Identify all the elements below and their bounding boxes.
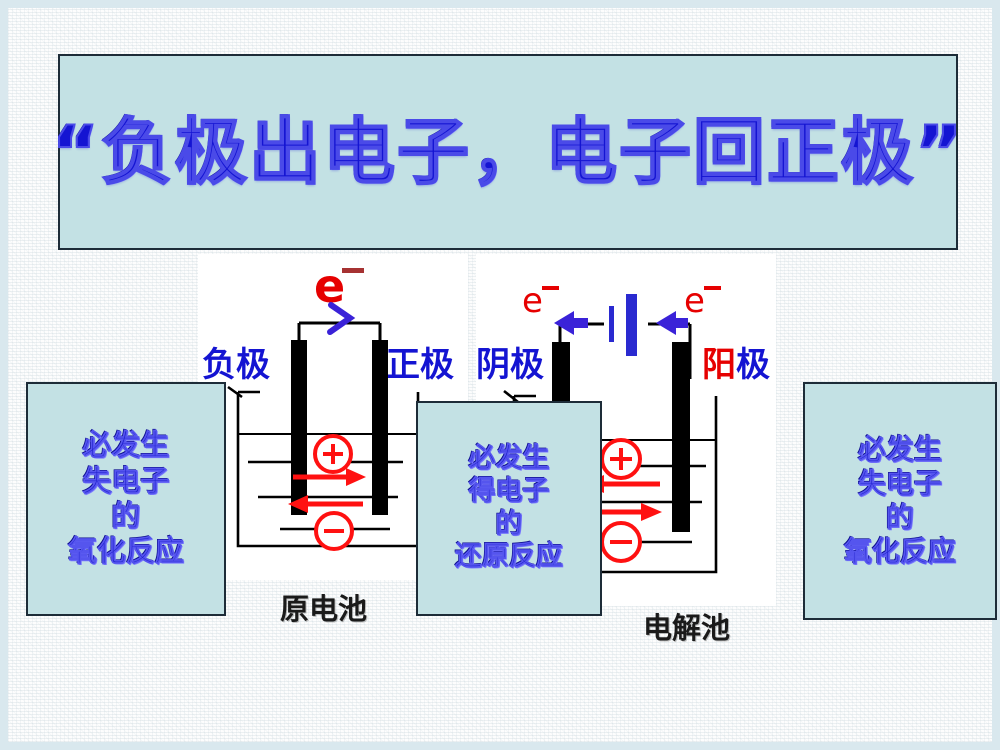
caption-galvanic-cell: 原电池 — [280, 592, 368, 626]
electron-label-left-electrolytic: e — [522, 281, 543, 321]
electron-label-right-electrolytic: e — [684, 281, 705, 321]
electrode-bar-left-galvanic — [291, 340, 307, 515]
galvanic-cell-svg: e 负极 正极 — [202, 259, 454, 551]
current-arrow-left-1-electrolytic — [554, 311, 588, 335]
title-box: “负极出电子，电子回正极” — [51, 54, 963, 250]
electron-minus-sign-galvanic — [342, 268, 364, 273]
statement-box-right: 必发生 失电子 的 氧化反应 — [803, 382, 997, 620]
external-circuit-wire-electrolytic — [558, 322, 692, 379]
anion-group-electrolytic — [588, 503, 662, 563]
positive-electrode-label: 正极 — [386, 345, 454, 385]
statement-line: 必发生 — [82, 428, 170, 463]
statement-line: 得电子 — [468, 475, 550, 507]
statement-line: 必发生 — [468, 442, 550, 474]
statement-line: 的 — [111, 499, 141, 534]
current-arrow-icon-galvanic — [327, 302, 356, 335]
electrode-bar-right-galvanic — [372, 340, 388, 515]
page-title: “负极出电子，电子回正极” — [51, 110, 965, 194]
statement-line: 还原反应 — [455, 541, 564, 573]
statement-line: 氧化反应 — [843, 535, 957, 569]
cathode-label-electrolytic: 阴极 — [476, 345, 544, 385]
anion-group-galvanic — [288, 495, 363, 551]
anion-arrow-left-galvanic — [288, 495, 363, 513]
statement-line: 氧化反应 — [67, 534, 185, 569]
statement-line: 必发生 — [857, 432, 943, 466]
negative-electrode-label: 负极 — [202, 345, 270, 385]
statement-line: 的 — [495, 508, 523, 540]
anode-label-char1-electrolytic: 阳 — [702, 345, 736, 385]
anode-label-char2-electrolytic: 极 — [736, 345, 770, 385]
cation-group-galvanic — [293, 434, 366, 486]
statement-line: 的 — [885, 501, 915, 535]
statement-box-left: 必发生 失电子 的 氧化反应 — [26, 382, 226, 616]
caption-electrolytic-cell: 电解池 — [643, 611, 731, 645]
electron-minus-right-electrolytic — [704, 286, 721, 290]
statement-line: 失电子 — [857, 466, 943, 500]
statement-box-middle: 必发生 得电子 的 还原反应 — [416, 401, 602, 616]
electron-minus-left-electrolytic — [542, 286, 559, 290]
battery-symbol-icon — [609, 294, 637, 356]
statement-line: 失电子 — [82, 463, 170, 498]
cation-arrow-right-galvanic — [293, 468, 366, 486]
external-circuit-wire-galvanic — [297, 321, 382, 374]
current-arrow-left-2-electrolytic — [656, 311, 688, 335]
slide-paper-background: “负极出电子，电子回正极” e 负极 正极 — [8, 8, 997, 742]
electrode-bar-right-electrolytic — [672, 342, 690, 532]
